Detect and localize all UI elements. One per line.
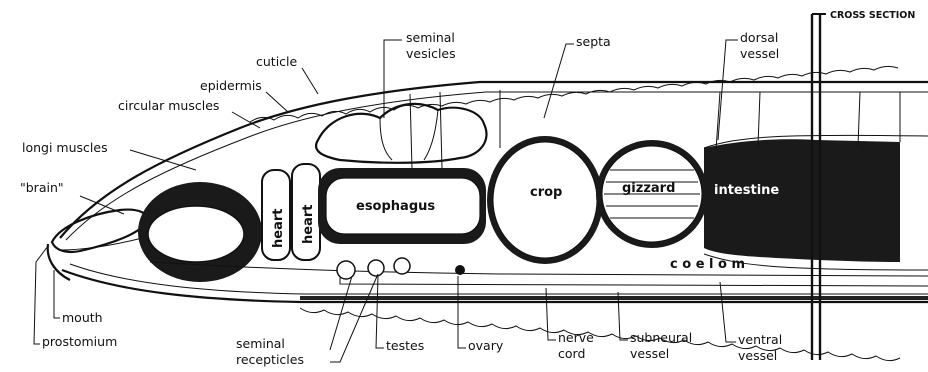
label-nerve-cord-1: nerve xyxy=(558,330,594,345)
label-septa: septa xyxy=(576,34,611,49)
label-gizzard: gizzard xyxy=(622,181,675,196)
label-mouth: mouth xyxy=(62,310,103,325)
label-seminal-recepticles-2: recepticles xyxy=(236,352,304,367)
label-dorsal-vessel-1: dorsal xyxy=(740,30,778,45)
label-seminal-vesicles-1: seminal xyxy=(406,30,455,45)
label-dorsal-vessel-2: vessel xyxy=(740,46,779,61)
label-pharynx: pharynx xyxy=(160,233,220,248)
label-subneural-vessel-2: vessel xyxy=(630,346,669,361)
label-crop: crop xyxy=(530,185,562,200)
label-brain: "brain" xyxy=(20,180,64,195)
label-esophagus: esophagus xyxy=(356,199,435,214)
label-heart-2: heart xyxy=(301,205,316,244)
label-testes: testes xyxy=(386,338,424,353)
label-coelom: c o e l o m xyxy=(670,257,745,272)
label-ventral-vessel-2: vessel xyxy=(738,348,777,363)
label-epidermis: epidermis xyxy=(200,78,262,93)
label-intestine: intestine xyxy=(714,183,779,198)
crop xyxy=(487,136,603,264)
label-cuticle: cuticle xyxy=(256,54,298,69)
label-ovary: ovary xyxy=(468,338,504,353)
label-cross-section: CROSS SECTION xyxy=(830,10,915,21)
label-ventral-vessel-1: ventral xyxy=(738,332,782,347)
label-seminal-vesicles-2: vesicles xyxy=(406,46,456,61)
intestine xyxy=(704,135,928,270)
label-nerve-cord-2: cord xyxy=(558,346,585,361)
label-longi-muscles: longi muscles xyxy=(22,140,108,155)
label-heart-1: heart xyxy=(271,209,286,248)
label-subneural-vessel-1: subneural xyxy=(630,330,692,345)
label-seminal-recepticles-1: seminal xyxy=(236,336,285,351)
label-circular-muscles: circular muscles xyxy=(118,98,219,113)
label-prostomium: prostomium xyxy=(42,334,117,349)
